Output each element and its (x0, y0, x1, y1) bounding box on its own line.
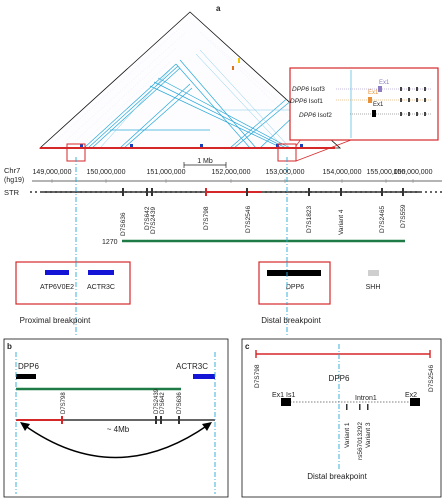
isof1-label: Isof1 (307, 98, 323, 105)
gene-dpp6-bar (267, 270, 321, 276)
coord-150mb: 150,000,000 (87, 169, 126, 176)
marker-d7s559: D7S559 (400, 204, 407, 228)
panel-b-dpp6-bar (16, 374, 36, 379)
panel-b-marker-d7s642: D7S642 (160, 392, 166, 414)
scale-bar-label: 1 Mb (197, 158, 213, 165)
axis-ticks (51, 179, 414, 183)
panel-b-actr3c-label: ACTR3C (176, 362, 208, 371)
gene-dpp6-label: DPP6 (286, 284, 304, 291)
str-marker-d7s798-tick (205, 188, 207, 196)
marker-d7s798: D7S798 (203, 206, 210, 230)
isof1-exon (368, 97, 372, 103)
proximal-breakpoint-label: Proximal breakpoint (20, 316, 91, 325)
isof2-gene: DPP6 (299, 112, 316, 119)
panel-b-label: b (7, 342, 12, 351)
panel-c-ex2-box (410, 398, 420, 406)
coord-154mb: 154,000,000 (323, 169, 362, 176)
coord-149mb: 149,000,000 (33, 169, 72, 176)
panel-b-dpp6-label: DPP6 (18, 362, 39, 371)
panel-b-inversion-arc (23, 424, 209, 459)
isoform-inset: DPP6 Isof3 Ex1 DPP6 Isof1 Ex1 DPP6 Isof2… (289, 67, 439, 141)
str-label: STR (4, 188, 20, 197)
marker-d7s1823: D7S1823 (306, 206, 313, 233)
marker-d7s2439: D7S2439 (150, 207, 157, 234)
panel-a-label: a (216, 4, 221, 13)
panel-c-ex1-label: Ex1 Is1 (272, 392, 295, 399)
isof3-gene: DPP6 (292, 86, 309, 93)
panel-c-marker-right: D7S2546 (428, 365, 435, 392)
inset-connector-bottom (295, 139, 352, 162)
chrom-label: Chr7 (4, 166, 20, 175)
str-marker-labels: D7S636 D7S642 D7S2439 D7S798 D7S2546 D7S… (120, 204, 407, 236)
panel-c-variant-ticks (346, 404, 369, 410)
track-1270-label: 1270 (102, 239, 118, 246)
svg-text:DPP6 Isof3: DPP6 Isof3 (292, 86, 325, 93)
panel-b-frame (3, 338, 229, 498)
panel-b-actr3c-bar (193, 374, 215, 379)
coord-156mb: 156,000,000 (394, 169, 433, 176)
panel-b-marker-d7s2439: D7S2439 (154, 388, 160, 414)
marker-variant-4: Variant 4 (338, 209, 345, 235)
isof3-exon (378, 86, 382, 92)
panel-c-distal-label: Distal breakpoint (307, 472, 367, 481)
panel-c-ex2-label: Ex2 (405, 392, 417, 399)
isof2-exon-label: Ex1 (373, 102, 384, 108)
panel-c-variant-1: Variant 1 (344, 422, 351, 448)
panel-c-ex1-box (281, 398, 291, 406)
distal-genes-box (258, 261, 331, 305)
panel-c-intron-label: Intron1 (355, 395, 377, 402)
panel-b-arrowhead-left (20, 422, 30, 431)
marker-d7s2465: D7S2465 (379, 206, 386, 233)
gene-atp6v0e2-label: ATP6V0E2 (40, 284, 74, 291)
panel-b-arrowhead-right (202, 422, 212, 431)
coord-151mb: 151,000,000 (147, 169, 186, 176)
isof2-exon (372, 110, 376, 117)
svg-text:DPP6 Isof2: DPP6 Isof2 (299, 112, 332, 119)
isof1-gene: DPP6 (290, 98, 307, 105)
marker-d7s2546: D7S2546 (245, 206, 252, 233)
svg-text:DPP6 Isof1: DPP6 Isof1 (290, 98, 323, 105)
coord-153mb: 153,000,000 (266, 169, 305, 176)
distal-breakpoint-label: Distal breakpoint (261, 316, 321, 325)
isof3-label: Isof3 (309, 86, 325, 93)
panel-c-dpp6-label: DPP6 (329, 374, 350, 383)
build-label: (hg19) (4, 177, 24, 184)
panel-c-rs567013292: rs567013292 (357, 422, 364, 460)
marker-d7s636: D7S636 (120, 212, 127, 236)
panel-b-marker-ticks (155, 416, 180, 424)
panel-c-label: c (245, 342, 250, 351)
isof2-label: Isof2 (316, 112, 332, 119)
marker-d7s642: D7S642 (144, 206, 151, 230)
scale-bar: 1 Mb (183, 158, 227, 168)
isof3-exon-label: Ex1 (379, 80, 390, 86)
coord-152mb: 152,000,000 (212, 169, 251, 176)
coordinate-labels: 149,000,000 150,000,000 151,000,000 152,… (33, 169, 433, 176)
panel-c-frame (241, 338, 442, 498)
gene-actr3c-label: ACTR3C (87, 284, 115, 291)
panel-c-marker-left: D7S798 (254, 364, 261, 388)
proximal-genes-box (15, 261, 131, 305)
coord-155mb: 155,000,000 (367, 169, 406, 176)
panel-b-marker-d7s798: D7S798 (61, 392, 67, 414)
str-marker-ticks (122, 188, 404, 196)
gene-actr3c-bar (88, 270, 114, 275)
panel-b-marker-d7s636: D7S636 (177, 392, 183, 414)
panel-b-d7s798-tick (61, 416, 63, 424)
gene-atp6v0e2-bar (45, 270, 69, 275)
gene-shh-bar (368, 270, 379, 276)
isof1-exon-label: Ex1 (368, 90, 379, 96)
panel-b-span-label: ~ 4Mb (107, 425, 130, 434)
gene-shh-label: SHH (366, 284, 381, 291)
panel-c-variant-3: Variant 3 (365, 422, 372, 448)
